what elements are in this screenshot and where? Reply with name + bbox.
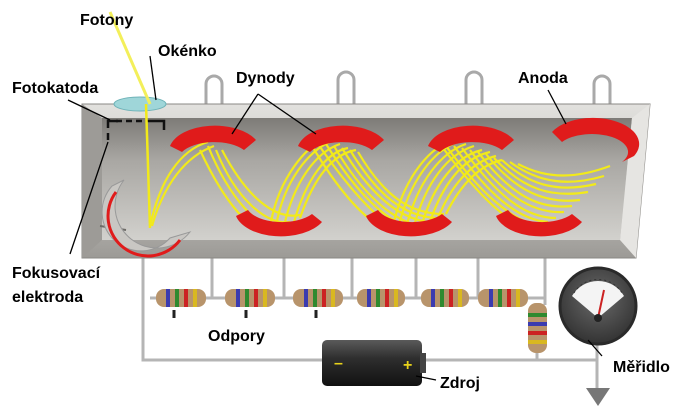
resistor: [478, 289, 528, 307]
label-focusing-electrode-2: elektroda: [12, 289, 84, 306]
label-leaders: [67, 55, 603, 381]
label-source: Zdroj: [440, 375, 480, 392]
meter-gauge: [558, 266, 638, 406]
dynode: [428, 125, 514, 152]
label-anode: Anoda: [518, 70, 568, 87]
dynode: [170, 125, 256, 152]
photocathode-marker: [106, 119, 166, 140]
window: [113, 96, 167, 112]
dynodes: [170, 117, 640, 237]
battery-minus-sign: –: [334, 355, 343, 372]
dynode: [366, 210, 452, 237]
dynode: [298, 125, 384, 152]
label-photons: Fotony: [80, 12, 134, 29]
resistor: [225, 289, 275, 307]
label-window: Okénko: [158, 43, 217, 60]
anode: [552, 117, 640, 162]
battery-plus-sign: +: [403, 357, 413, 374]
battery: [322, 340, 426, 386]
electrode-pins: [204, 70, 612, 118]
label-resistors: Odpory: [208, 328, 265, 345]
focusing-electrode: [101, 179, 192, 252]
label-dynodes: Dynody: [236, 70, 295, 87]
resistor: [293, 289, 343, 307]
resistor: [156, 289, 206, 307]
label-focusing-electrode-1: Fokusovací: [12, 265, 101, 282]
resistors: [156, 289, 547, 353]
circuit-wires: [141, 248, 599, 388]
label-meter: Měřidlo: [613, 359, 670, 376]
resistor: [528, 303, 547, 353]
dynode: [236, 210, 322, 237]
label-photocathode: Fotokatoda: [12, 80, 99, 97]
dynode: [496, 210, 582, 237]
